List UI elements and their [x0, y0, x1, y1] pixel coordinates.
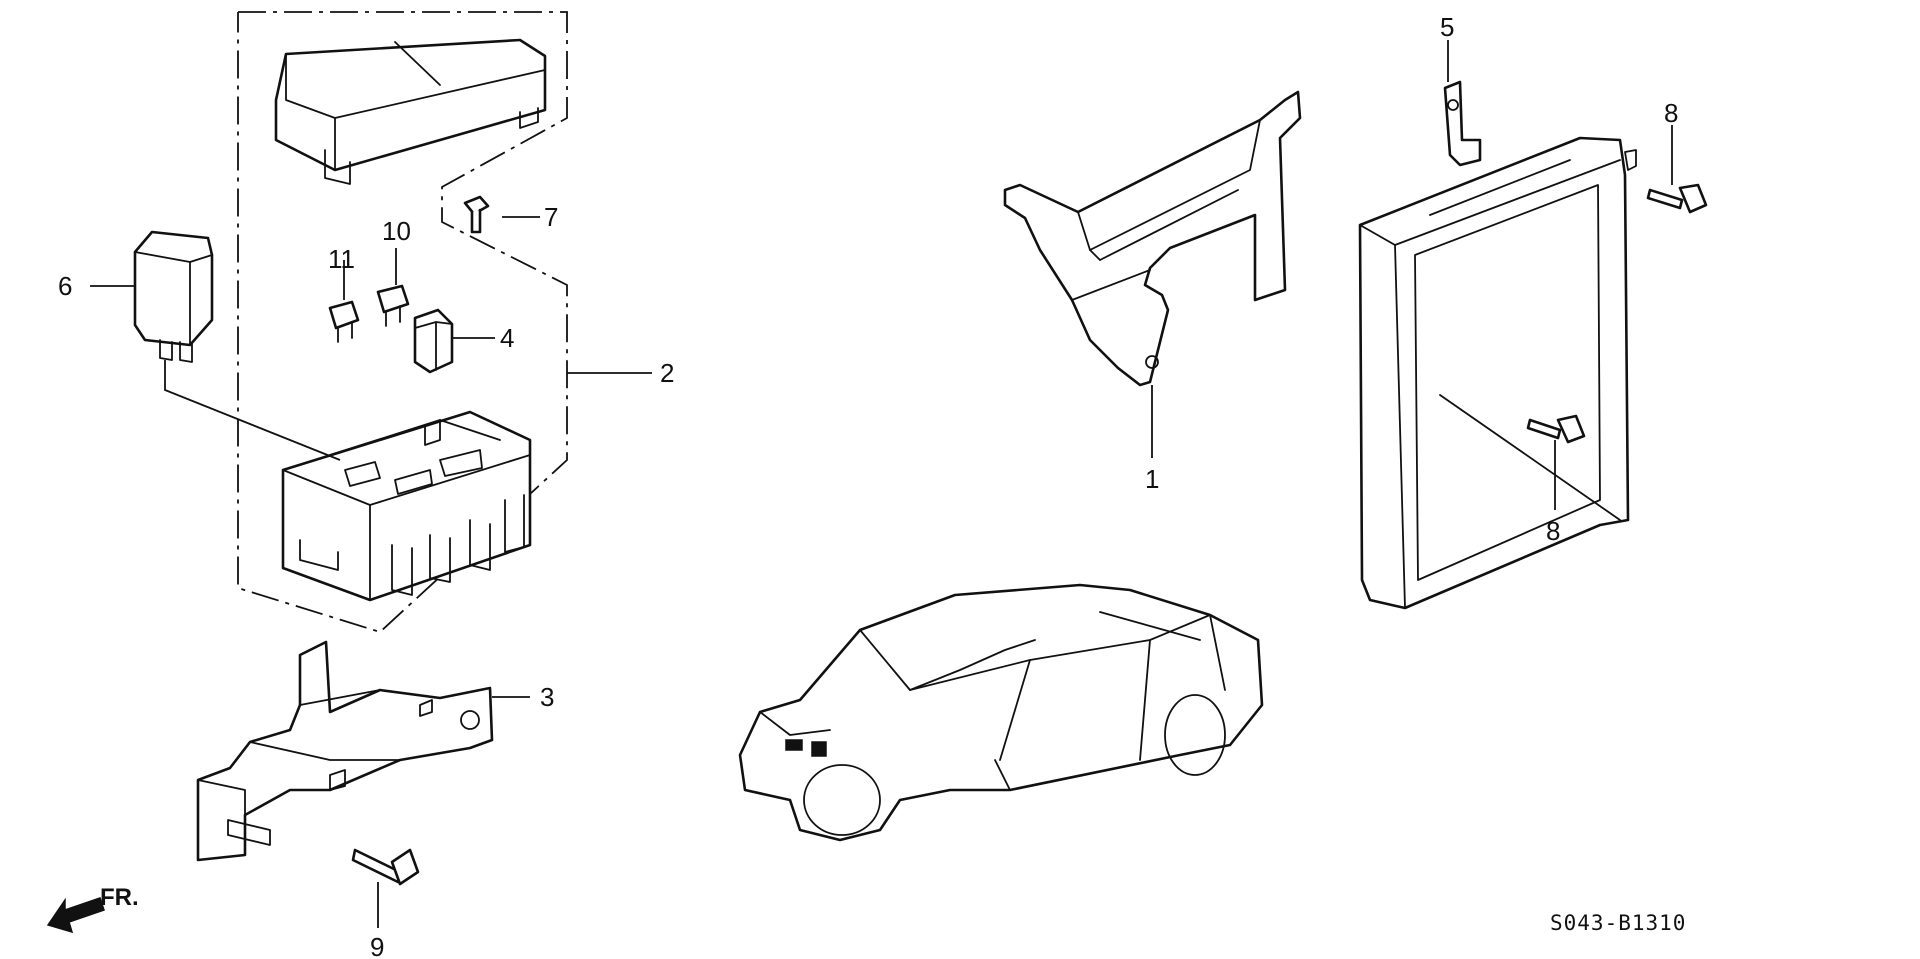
bolt-part-8-upper [1646, 183, 1708, 214]
callout-7: 7 [544, 202, 558, 232]
mounting-bracket-part-1 [1003, 90, 1302, 387]
car-outline [738, 583, 1264, 842]
fuse-box-assembly-outline [237, 11, 568, 634]
diagram-code: S043-B1310 [1550, 911, 1686, 935]
fuse-box-cover [274, 38, 547, 185]
relay-part-6 [133, 230, 214, 363]
bolt-part-9 [351, 848, 420, 886]
fuse-part-4 [413, 308, 454, 374]
callout-8-lower: 8 [1546, 516, 1560, 546]
callout-3: 3 [540, 682, 554, 712]
callout-9: 9 [370, 932, 384, 959]
fuse-part-11 [328, 300, 360, 343]
bracket-part-3 [196, 640, 494, 862]
fuse-part-10 [376, 284, 410, 327]
callout-numbers: 6 7 10 11 4 2 3 9 1 5 8 8 [58, 12, 1678, 959]
fuse-box-base [281, 410, 532, 602]
callout-8-upper: 8 [1664, 98, 1678, 128]
front-direction-arrow: FR. [46, 884, 139, 934]
callout-5: 5 [1440, 12, 1454, 42]
bolt-part-8-lower [1526, 414, 1586, 444]
callout-6: 6 [58, 271, 72, 301]
callout-10: 10 [382, 216, 411, 246]
callout-4: 4 [500, 323, 514, 353]
bolt-part-7 [463, 195, 490, 234]
callout-1: 1 [1145, 464, 1159, 494]
control-unit-part-5 [1358, 80, 1637, 610]
callout-2: 2 [660, 358, 674, 388]
leader-lines [90, 40, 1673, 928]
direction-label: FR. [100, 884, 139, 911]
callout-11: 11 [328, 244, 355, 274]
